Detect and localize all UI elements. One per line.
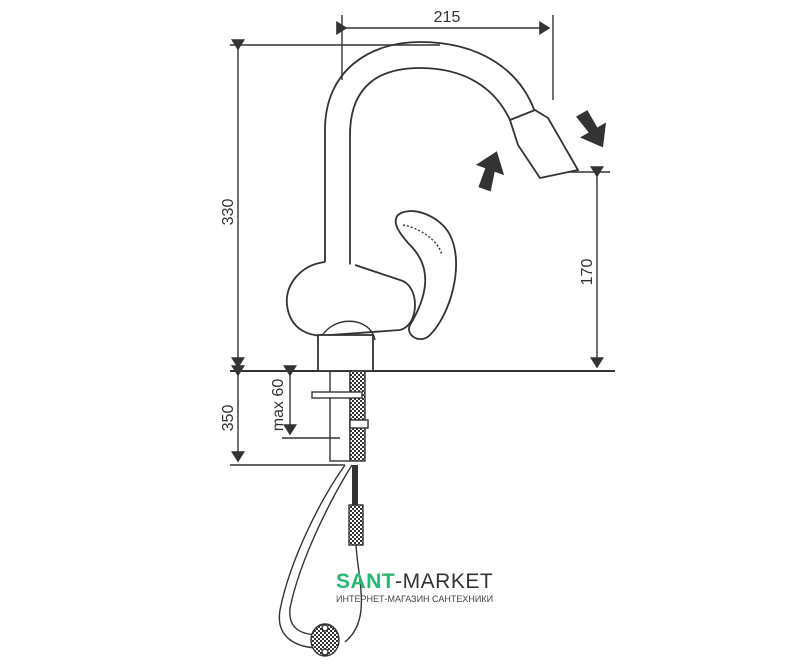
shank (329, 370, 351, 462)
watermark-logo: SANT-MARKET (336, 570, 493, 594)
handle-grip (402, 224, 443, 256)
faucet-base (317, 334, 374, 372)
hose-right (344, 544, 363, 643)
hose-left-inner (289, 464, 353, 636)
logo-part1: SANT (336, 570, 396, 593)
spout-inner (349, 67, 511, 265)
mixer-body (286, 261, 416, 337)
dim-label-350: 350 (220, 405, 237, 432)
body-contour (319, 320, 376, 341)
lever-handle (394, 210, 457, 340)
nut (349, 419, 369, 429)
spout-outer (324, 41, 536, 265)
dim-label-330: 330 (220, 199, 237, 226)
flow-arrow-up-icon (475, 151, 505, 192)
weight-screw (321, 648, 329, 656)
hose-threaded (349, 370, 366, 462)
fixing-plate (311, 391, 363, 399)
weight-screw (321, 624, 329, 632)
hose-weight (310, 623, 340, 657)
watermark-tagline: ИНТЕРНЕТ-МАГАЗИН САНТЕХНИКИ (336, 594, 494, 604)
dim-label-max60: max 60 (270, 379, 287, 432)
hose-left (278, 464, 346, 649)
flow-arrow-down-icon (576, 110, 606, 148)
flow-arrows (475, 110, 606, 192)
logo-part2: -MARKET (395, 570, 494, 593)
dim-label-215: 215 (434, 9, 461, 26)
dim-label-170: 170 (579, 259, 596, 286)
hose-coupling (348, 504, 364, 546)
nozzle (508, 108, 580, 180)
